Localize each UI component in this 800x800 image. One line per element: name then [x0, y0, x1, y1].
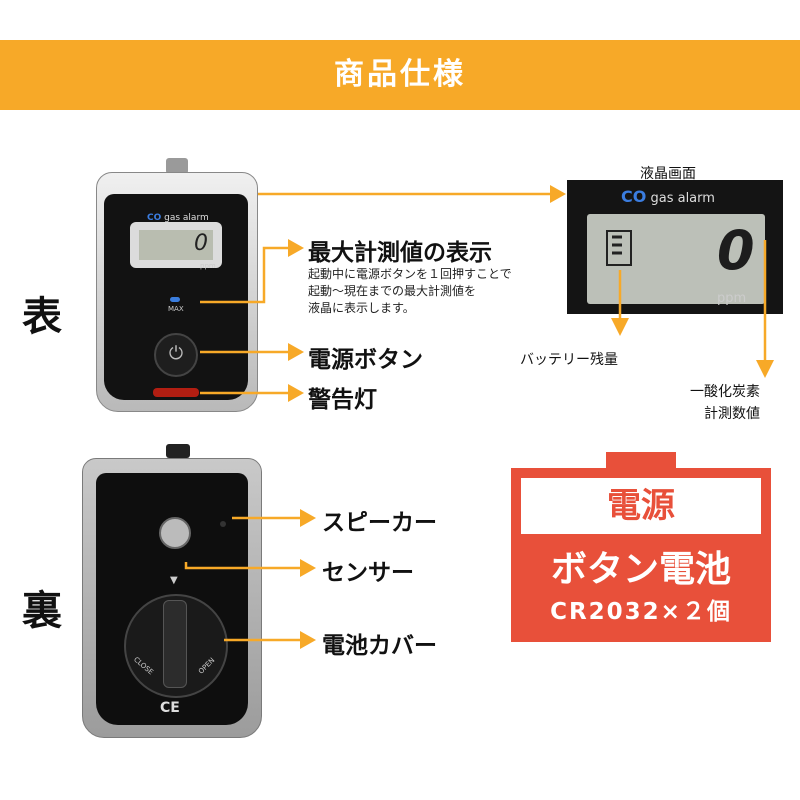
chevron-down-icon: ▼	[170, 575, 178, 586]
ce-mark: CE	[160, 700, 180, 716]
sensor-label: センサー	[322, 560, 414, 586]
max-label: MAX	[168, 305, 184, 313]
lcd-display	[587, 214, 765, 304]
front-brand: CO gas alarm	[147, 213, 209, 223]
header-banner	[0, 40, 800, 110]
battery-icon	[606, 230, 632, 266]
power-button-label: 電源ボタン	[308, 347, 423, 373]
lcd-unit: ppm	[717, 291, 747, 306]
speaker-arrowhead	[300, 509, 316, 527]
co-reading-label-1: 一酸化炭素	[690, 384, 760, 400]
front-reading: 0	[194, 231, 208, 256]
back-label: 裏	[22, 588, 62, 634]
card-tab	[606, 452, 676, 468]
max-led	[170, 297, 180, 302]
front-clip	[166, 158, 188, 174]
power-card-title: 電源	[607, 486, 675, 526]
warning-light	[153, 388, 199, 397]
page-title: 商品仕様	[334, 57, 466, 92]
co-reading-label-2: 計測数値	[704, 406, 760, 422]
speaker-hole	[220, 521, 226, 527]
lcd-arrowhead	[550, 185, 566, 203]
sensor	[159, 517, 191, 549]
back-clip	[166, 444, 190, 458]
battery-level-label: バッテリー残量	[520, 352, 618, 368]
cover-arrowhead	[300, 631, 316, 649]
lcd-caption: 液晶画面	[640, 166, 696, 182]
power-icon: ⏻	[154, 333, 198, 377]
max-arrowhead	[288, 239, 304, 257]
battery-cover-label: 電池カバー	[322, 633, 437, 659]
max-value-desc-2: 起動～現在までの最大計測値を	[308, 284, 477, 298]
power-card-sub: CR2032×２個	[550, 599, 732, 625]
lcd-reading: 0	[717, 219, 755, 282]
sensor-arrow-line	[184, 562, 302, 570]
max-value-desc-3: 液晶に表示します。	[308, 301, 415, 315]
front-lcd	[139, 230, 213, 260]
battery-cover-knob	[163, 600, 187, 688]
front-label: 表	[22, 294, 62, 340]
warning-arrowhead	[288, 384, 304, 402]
max-value-desc-1: 起動中に電源ボタンを１回押すことで	[308, 267, 512, 281]
sensor-arrowhead	[300, 559, 316, 577]
lcd-brand: CO gas alarm	[621, 187, 715, 206]
reading-arrowhead	[756, 360, 774, 378]
max-value-title: 最大計測値の表示	[308, 240, 492, 266]
max-arrow-line	[200, 246, 290, 304]
warning-light-label: 警告灯	[308, 387, 377, 413]
front-unit: ppm	[200, 262, 216, 270]
power-card-title-box	[521, 478, 761, 534]
power-arrowhead	[288, 343, 304, 361]
power-card-main: ボタン電池	[550, 549, 731, 590]
battery-arrowhead	[611, 318, 629, 336]
speaker-label: スピーカー	[322, 510, 437, 536]
